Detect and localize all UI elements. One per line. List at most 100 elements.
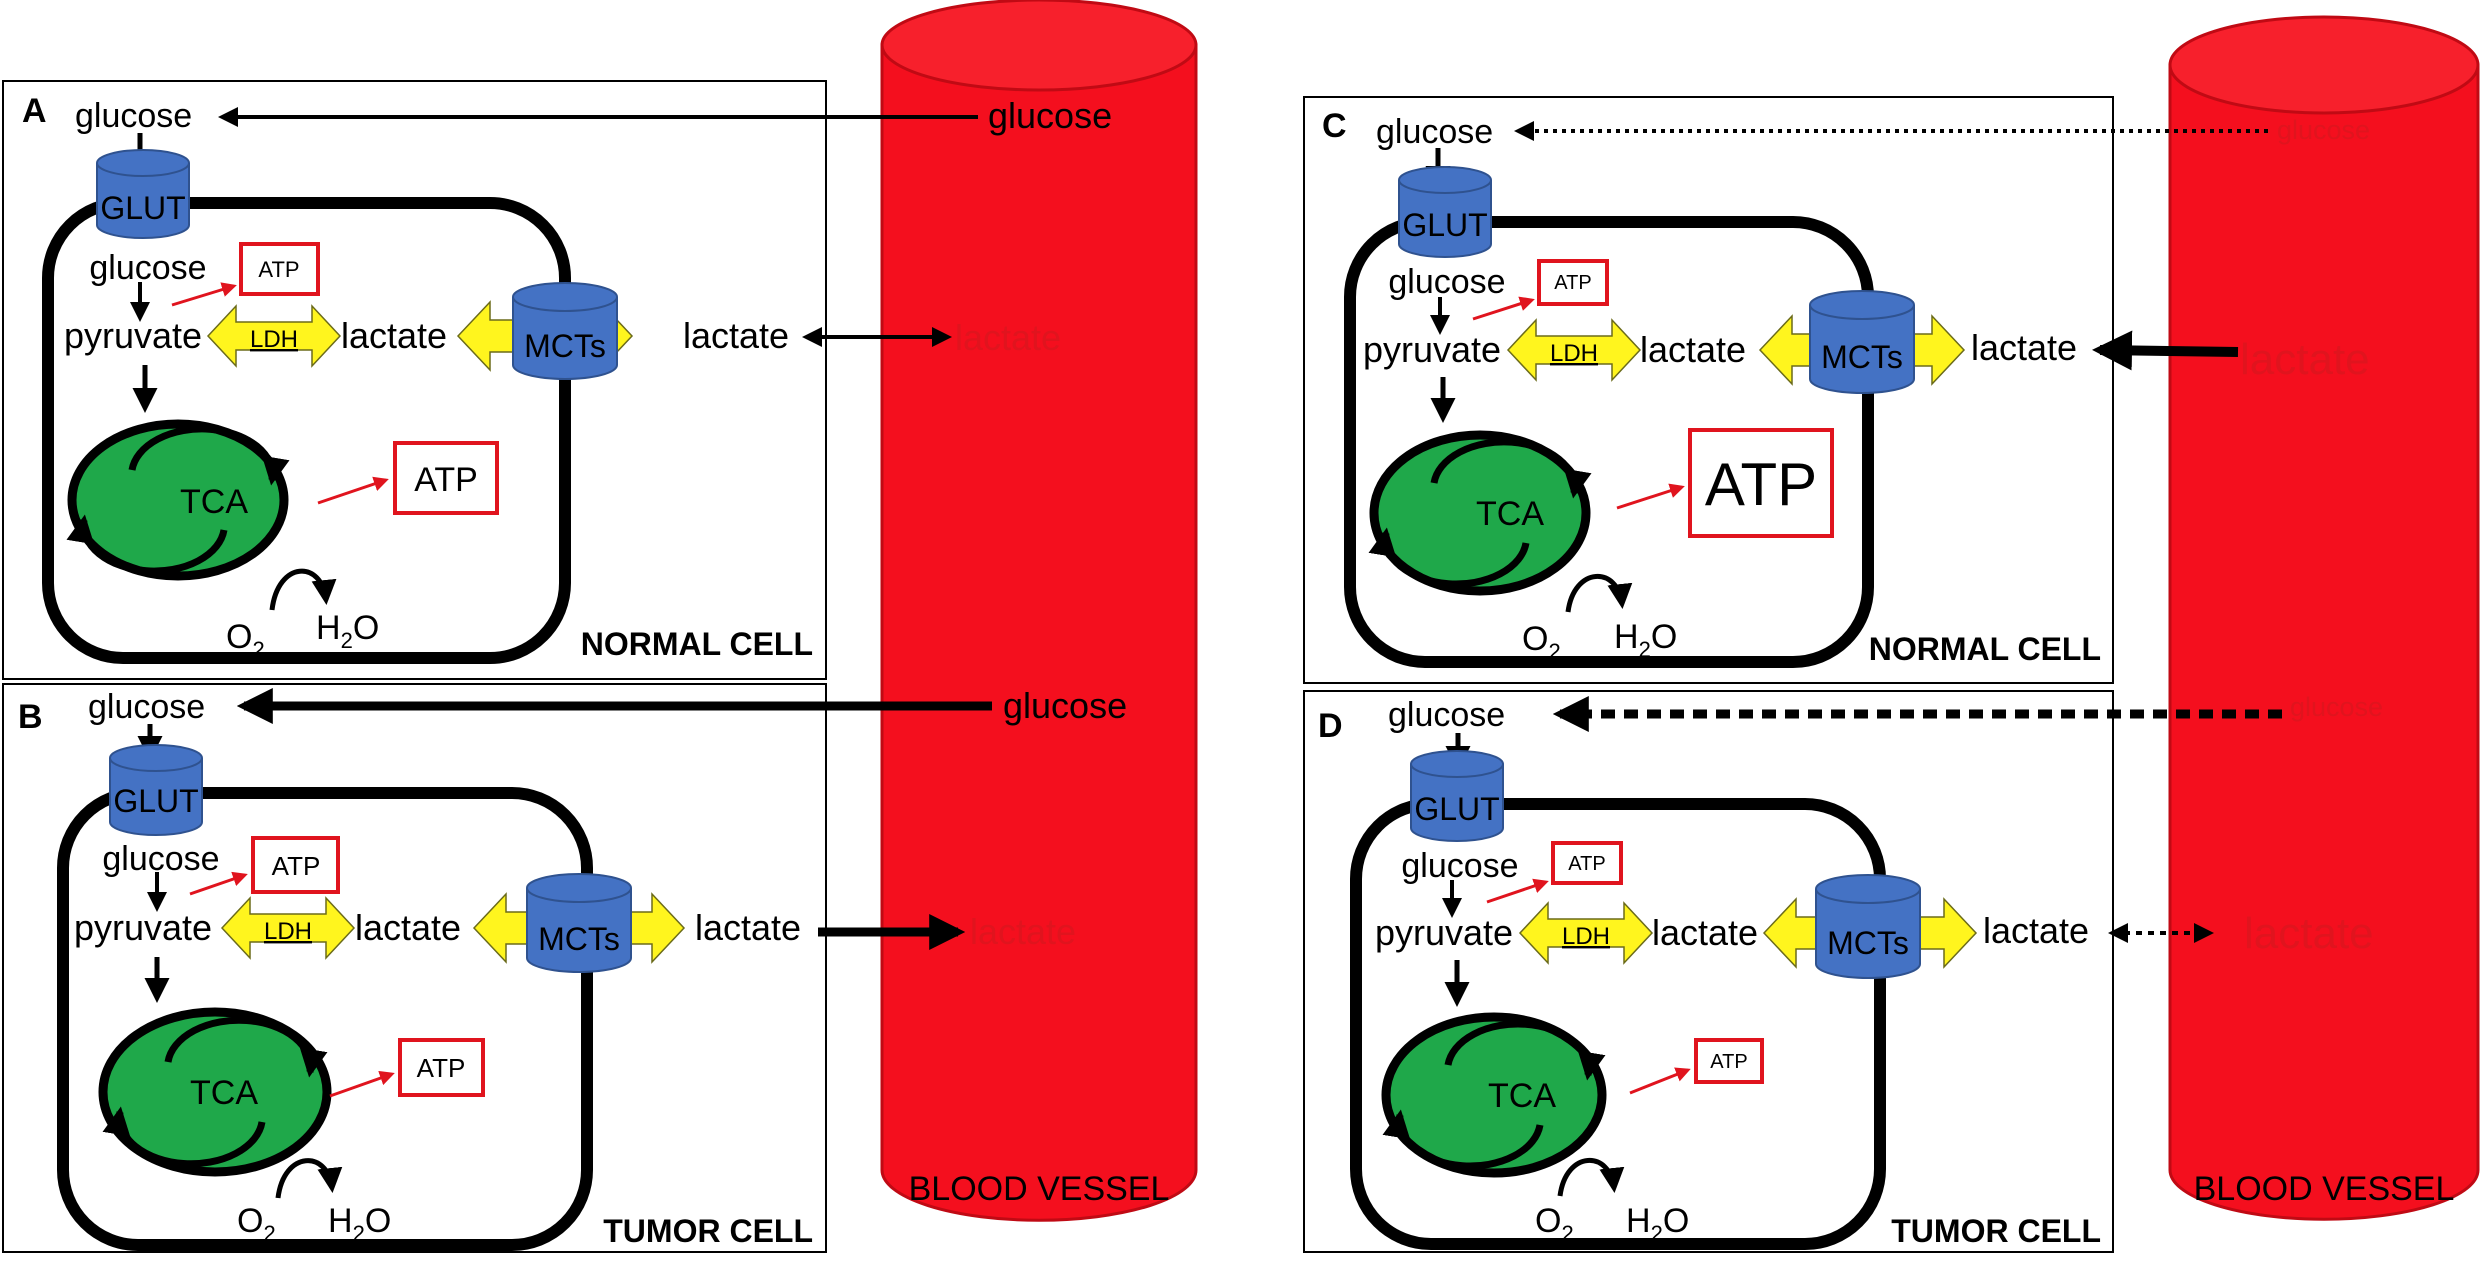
mct-cylinder-top xyxy=(512,282,618,312)
glut-cylinder-top xyxy=(109,744,203,772)
atp-tca-arrow xyxy=(1616,483,1685,510)
vessel-top xyxy=(2168,15,2480,115)
mitochondrion-body xyxy=(98,1007,332,1177)
ldh-label: LDH xyxy=(250,326,298,353)
glut-cylinder xyxy=(1410,764,1504,842)
mitochondrion-body xyxy=(1381,1012,1607,1178)
vessel-label: BLOOD VESSEL xyxy=(909,1170,1170,1208)
mitochondrion: TCA xyxy=(1381,1012,1607,1178)
mitochondrion: TCA xyxy=(1368,430,1592,596)
glut-cylinder xyxy=(109,758,203,836)
vessel-lactate-label: lactate xyxy=(970,911,1076,952)
glut-cylinder-top xyxy=(1410,750,1504,778)
mct-cylinder-top xyxy=(526,873,632,903)
atp-glycolysis-label: ATP xyxy=(258,257,299,282)
ldh-arrow: LDH xyxy=(1518,901,1654,965)
mct-label: MCTs xyxy=(1821,339,1903,375)
atp-tca-label: ATP xyxy=(414,461,478,499)
vessel-body xyxy=(2168,63,2480,1221)
lactate-outside-label: lactate xyxy=(695,907,801,948)
respiration-arrow xyxy=(275,1158,343,1199)
pyruvate-label: pyruvate xyxy=(1363,329,1501,370)
panel-d: D glucose glucose GLUT glucose ATP pyruv… xyxy=(1303,690,2383,1253)
h2o-label: H2O xyxy=(316,609,379,653)
cell-membrane xyxy=(42,197,571,664)
cell-membrane xyxy=(1350,798,1886,1250)
atp-tca-label: ATP xyxy=(1710,1051,1747,1073)
mct-cylinder xyxy=(512,297,618,380)
glut-transporter: GLUT xyxy=(96,149,190,239)
vessel-body xyxy=(880,43,1198,1222)
atp-glycolysis-label: ATP xyxy=(1554,272,1591,294)
h2o-label: H2O xyxy=(1614,618,1677,662)
tca-cycle-arrow-top xyxy=(1444,1020,1606,1081)
mct-cylinder xyxy=(526,888,632,973)
glucose-outside-label: glucose xyxy=(75,97,192,135)
panel-frame xyxy=(2,80,827,680)
atp-glycolysis-label: ATP xyxy=(272,851,321,881)
tca-cycle-arrow-bottom xyxy=(102,1106,266,1168)
tca-label: TCA xyxy=(1488,1077,1556,1115)
glut-cylinder xyxy=(96,163,190,239)
vessel-glucose-label: glucose xyxy=(1003,685,1127,726)
glucose-outside-label: glucose xyxy=(1388,696,1505,734)
cell-membrane xyxy=(1344,216,1874,668)
ldh-label: LDH xyxy=(1550,340,1598,367)
glut-label: GLUT xyxy=(1414,791,1499,827)
vessel-glucose-label: glucose xyxy=(2290,692,2383,722)
o2-label: O2 xyxy=(226,618,265,662)
vessel-glucose-label: glucose xyxy=(988,95,1112,136)
panel-letter: B xyxy=(18,698,43,736)
atp-glycolysis-box xyxy=(251,836,340,894)
ldh-double-arrow xyxy=(1518,901,1654,965)
tca-cycle-arrow-bottom xyxy=(1368,527,1530,588)
panel-frame xyxy=(1303,96,2114,684)
ldh-arrow: LDH xyxy=(220,896,356,960)
tca-cycle-arrow-bottom xyxy=(66,514,228,575)
vessel-label: BLOOD VESSEL xyxy=(2194,1170,2455,1208)
panel-c: C glucose glucose GLUT glucose ATP pyruv… xyxy=(1303,96,2370,684)
mct-label: MCTs xyxy=(524,328,606,364)
glut-transporter: GLUT xyxy=(1410,750,1504,842)
blood-vessel-left: BLOOD VESSEL xyxy=(880,0,1198,1222)
cell-type-label: TUMOR CELL xyxy=(1891,1213,2101,1249)
panel-b: B glucose glucose GLUT glucose ATP pyruv… xyxy=(2,683,1127,1253)
glut-cylinder-top xyxy=(1398,166,1492,194)
h2o-label: H2O xyxy=(1626,1202,1689,1246)
cell-type-label: NORMAL CELL xyxy=(1869,631,2101,667)
o2-label: O2 xyxy=(1535,1202,1574,1246)
glucose-inside-label: glucose xyxy=(102,840,219,878)
tca-cycle-arrow-bottom xyxy=(1382,1109,1544,1170)
ldh-label: LDH xyxy=(264,918,312,945)
o2-label: O2 xyxy=(237,1202,276,1246)
glucose-inside-label: glucose xyxy=(1401,847,1518,885)
panel-letter: A xyxy=(22,92,47,130)
mitochondrion-body xyxy=(1369,430,1591,596)
atp-tca-box xyxy=(1688,428,1834,538)
ldh-double-arrow xyxy=(206,304,342,368)
panel-letter: D xyxy=(1318,707,1343,745)
tca-cycle-arrow-top xyxy=(164,1016,328,1078)
panel-frame xyxy=(1303,690,2114,1253)
glut-transporter: GLUT xyxy=(109,744,203,836)
tca-cycle-arrow-top xyxy=(128,425,290,486)
glut-cylinder xyxy=(1398,180,1492,258)
glut-label: GLUT xyxy=(113,783,198,819)
atp-glycolysis-box xyxy=(239,242,320,296)
mct-label: MCTs xyxy=(538,921,620,957)
vessel-lactate-label: lactate xyxy=(2240,335,2370,384)
mct-cylinder-top xyxy=(1815,874,1921,904)
atp-tca-arrow xyxy=(329,1070,395,1098)
h2o-label: H2O xyxy=(328,1202,391,1246)
glut-transporter: GLUT xyxy=(1398,166,1492,258)
mct-transporter: MCTs xyxy=(456,282,634,380)
mitochondrion: TCA xyxy=(98,1007,332,1177)
glut-cylinder-top xyxy=(96,149,190,177)
glucose-outside-label: glucose xyxy=(1376,113,1493,151)
o2-label: O2 xyxy=(1522,620,1561,664)
atp-glycolysis-box xyxy=(1551,841,1623,885)
glucose-outside-label: glucose xyxy=(88,688,205,726)
atp-tca-box xyxy=(393,441,499,515)
atp-tca-label: ATP xyxy=(417,1053,466,1083)
respiration-arrow xyxy=(1557,1158,1625,1197)
